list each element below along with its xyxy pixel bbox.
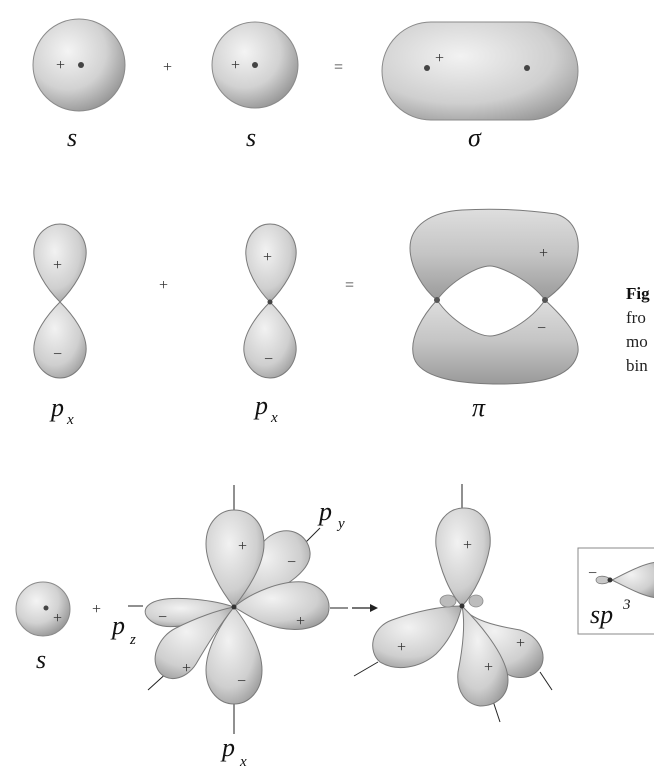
- label-px-subscript: x: [66, 412, 74, 428]
- label-pz: p: [110, 611, 125, 640]
- sp3-small-lobe: [440, 595, 456, 607]
- axis-line: [540, 672, 552, 690]
- label-px-subscript: x: [239, 754, 247, 769]
- nucleus-dot: [460, 604, 465, 609]
- label-sp3-superscript: 3: [622, 597, 631, 613]
- label-px: p: [220, 733, 235, 762]
- row-pi: + − + + − = + − p x p x π: [34, 209, 578, 428]
- equals-operator: =: [345, 277, 354, 294]
- sign-plus: +: [56, 57, 65, 74]
- label-sp3: sp: [590, 600, 613, 629]
- sign-plus: +: [296, 613, 305, 630]
- nucleus-dot: [252, 62, 258, 68]
- label-py-subscript: y: [336, 516, 345, 532]
- nucleus-dot: [542, 297, 548, 303]
- sign-plus: +: [53, 257, 62, 274]
- sign-plus: +: [463, 537, 472, 554]
- caption-line: mo: [626, 330, 654, 354]
- nucleus-dot: [424, 65, 430, 71]
- figure-caption: Fig fro mo bin: [626, 282, 654, 378]
- sp3-lobe: [373, 606, 462, 668]
- plus-operator: +: [163, 59, 172, 76]
- nucleus-dot: [78, 62, 84, 68]
- equals-operator: =: [334, 59, 343, 76]
- row-sp3: + s + + − + − + − p y p z p x: [16, 484, 654, 769]
- nucleus-dot: [524, 65, 530, 71]
- label-s: s: [246, 123, 256, 152]
- sign-minus: −: [53, 346, 62, 363]
- sign-minus: −: [158, 609, 167, 626]
- sign-plus: +: [435, 50, 444, 67]
- label-pz-subscript: z: [129, 632, 136, 648]
- sign-plus: +: [516, 635, 525, 652]
- sign-plus: +: [263, 249, 272, 266]
- label-s: s: [36, 645, 46, 674]
- sign-plus: +: [182, 660, 191, 677]
- p-lobe-lower: [34, 302, 86, 378]
- caption-line: Fig: [626, 282, 654, 306]
- label-px-subscript: x: [270, 410, 278, 426]
- caption-line: bin: [626, 354, 654, 378]
- nucleus-dot: [44, 606, 49, 611]
- sign-plus: +: [231, 57, 240, 74]
- sign-plus: +: [238, 538, 247, 555]
- sign-minus: −: [237, 673, 246, 690]
- sigma-orbital: [382, 22, 578, 120]
- label-s: s: [67, 123, 77, 152]
- nucleus-dot: [268, 300, 273, 305]
- sign-plus: +: [397, 639, 406, 656]
- sp3-small-lobe: [469, 595, 483, 607]
- nucleus-dot: [434, 297, 440, 303]
- label-px: p: [253, 391, 268, 420]
- caption-line: fro: [626, 306, 654, 330]
- sign-plus: +: [484, 659, 493, 676]
- sign-plus: +: [53, 610, 62, 627]
- label-px: p: [49, 393, 64, 422]
- row-sigma: + + + = + s s σ: [33, 19, 578, 152]
- pi-lobe-upper: [410, 209, 578, 300]
- nucleus-dot: [232, 605, 237, 610]
- axis-line: [354, 662, 378, 676]
- s-orbital: [16, 582, 70, 636]
- arrow-head-icon: [370, 604, 378, 612]
- sp3-lobe: [436, 508, 490, 606]
- sign-minus: −: [537, 320, 546, 337]
- sign-minus: −: [287, 554, 296, 571]
- plus-operator: +: [159, 277, 168, 294]
- sign-minus: −: [588, 565, 597, 582]
- sign-minus: −: [264, 351, 273, 368]
- plus-operator: +: [92, 601, 101, 618]
- sign-plus: +: [539, 245, 548, 262]
- label-py: p: [317, 497, 332, 526]
- pi-lobe-lower: [413, 300, 578, 384]
- label-sigma: σ: [468, 123, 482, 152]
- label-pi: π: [472, 393, 486, 422]
- nucleus-dot: [608, 578, 613, 583]
